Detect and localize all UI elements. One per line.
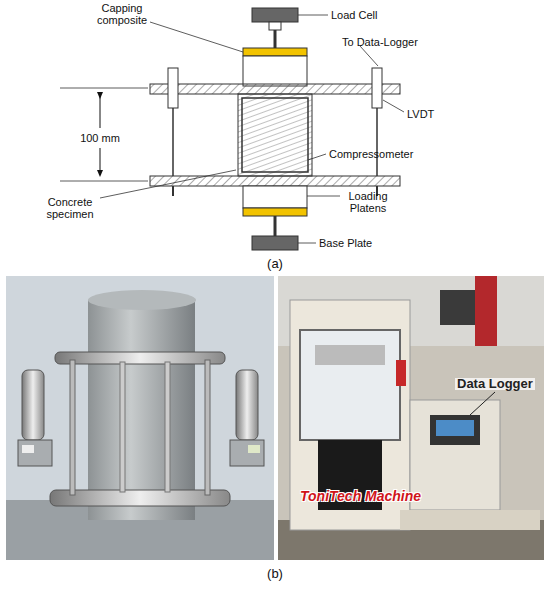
- subfigure-label: (b): [267, 568, 283, 580]
- photo-callout: ToniTech Machine: [300, 490, 421, 502]
- part-label: LVDT: [407, 108, 434, 120]
- machine-photo: [278, 276, 544, 560]
- dimension-label: 100 mm: [80, 132, 120, 144]
- subfigure-label: (a): [267, 258, 283, 270]
- part-label: Base Plate: [319, 237, 372, 249]
- photo-callout: Data Logger: [455, 378, 535, 390]
- part-label: Load Cell: [331, 9, 377, 21]
- part-label: Capping composite: [92, 2, 152, 26]
- part-label: Loading Platens: [343, 190, 393, 214]
- part-label: Compressometer: [329, 148, 413, 160]
- part-label: To Data-Logger: [342, 36, 418, 48]
- specimen-photo: [6, 276, 274, 560]
- part-label: Concrete specimen: [40, 196, 100, 220]
